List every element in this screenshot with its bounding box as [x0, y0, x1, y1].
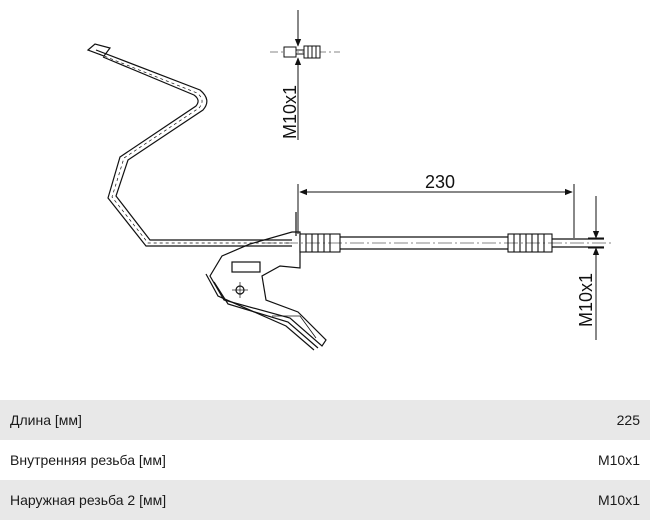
- hose: [340, 236, 604, 250]
- spec-label: Наружная резьба 2 [мм]: [10, 492, 167, 508]
- mounting-bracket: [205, 212, 327, 351]
- right-thread-label: M10x1: [576, 273, 596, 327]
- brake-hose-drawing: 230 M10x1 M10x1: [86, 10, 612, 351]
- spec-label: Длина [мм]: [10, 412, 82, 428]
- length-dimension: [297, 184, 575, 238]
- brake-pipe: [86, 43, 292, 247]
- length-dimension-label: 230: [425, 172, 455, 192]
- spec-table: Длина [мм] 225 Внутренняя резьба [мм] M1…: [0, 400, 650, 520]
- spec-value: 225: [616, 412, 640, 428]
- spec-row-inner-thread: Внутренняя резьба [мм] M10x1: [0, 440, 650, 480]
- right-thread-dimension: [588, 196, 604, 340]
- top-thread-detail: [270, 10, 340, 140]
- spec-value: M10x1: [597, 492, 640, 508]
- spec-label: Внутренняя резьба [мм]: [10, 452, 166, 468]
- spec-row-outer-thread: Наружная резьба 2 [мм] M10x1: [0, 480, 650, 520]
- spec-value: M10x1: [597, 452, 640, 468]
- spec-row-length: Длина [мм] 225: [0, 400, 650, 440]
- top-thread-label: M10x1: [280, 85, 300, 139]
